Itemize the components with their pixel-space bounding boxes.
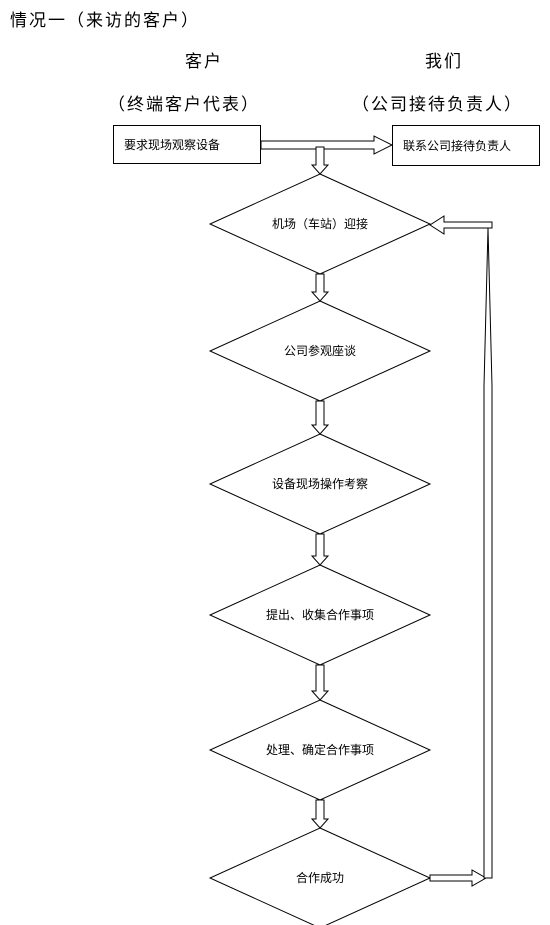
step-collect-items-label: 提出、收集合作事项 xyxy=(266,607,374,622)
loop-return-arrow xyxy=(483,227,493,879)
step-airport-pickup-diamond xyxy=(208,173,432,275)
step-success-diamond xyxy=(208,827,432,925)
customer-request-box: 要求现场观察设备 xyxy=(113,125,261,164)
step-airport-pickup-label: 机场（车站）迎接 xyxy=(272,216,368,231)
arrow-down-to-step-2 xyxy=(310,273,330,302)
arrow-down-to-step-5 xyxy=(310,664,330,701)
step-company-visit-label: 公司参观座谈 xyxy=(284,343,356,358)
customer-request-label: 要求现场观察设备 xyxy=(124,138,221,152)
company-column-subheader: （公司接待负责人） xyxy=(352,95,523,115)
step-equipment-inspection-diamond xyxy=(208,433,432,535)
step-equipment-inspection-label: 设备现场操作考察 xyxy=(272,476,368,491)
step-collect-items-diamond xyxy=(208,564,432,666)
customer-column-subheader: （终端客户代表） xyxy=(108,95,260,115)
arrow-loop-to-step-1 xyxy=(429,215,493,235)
step-success-label: 合作成功 xyxy=(296,870,344,885)
step-company-visit-diamond xyxy=(208,300,432,402)
arrow-down-to-step-3 xyxy=(310,400,330,435)
arrow-success-to-loop xyxy=(429,869,488,887)
step-confirm-items-diamond xyxy=(208,699,432,801)
company-contact-box: 联系公司接待负责人 xyxy=(392,125,540,166)
arrow-down-to-step-4 xyxy=(310,533,330,566)
step-confirm-items-label: 处理、确定合作事项 xyxy=(266,742,374,757)
customer-column-header: 客户 xyxy=(185,52,223,72)
company-column-header: 我们 xyxy=(425,52,463,72)
arrow-request-to-contact xyxy=(260,135,394,155)
page-title: 情况一（来访的客户） xyxy=(10,11,200,31)
arrow-down-to-step-1 xyxy=(310,146,330,175)
arrow-down-to-step-6 xyxy=(310,799,330,829)
company-contact-label: 联系公司接待负责人 xyxy=(403,139,512,153)
